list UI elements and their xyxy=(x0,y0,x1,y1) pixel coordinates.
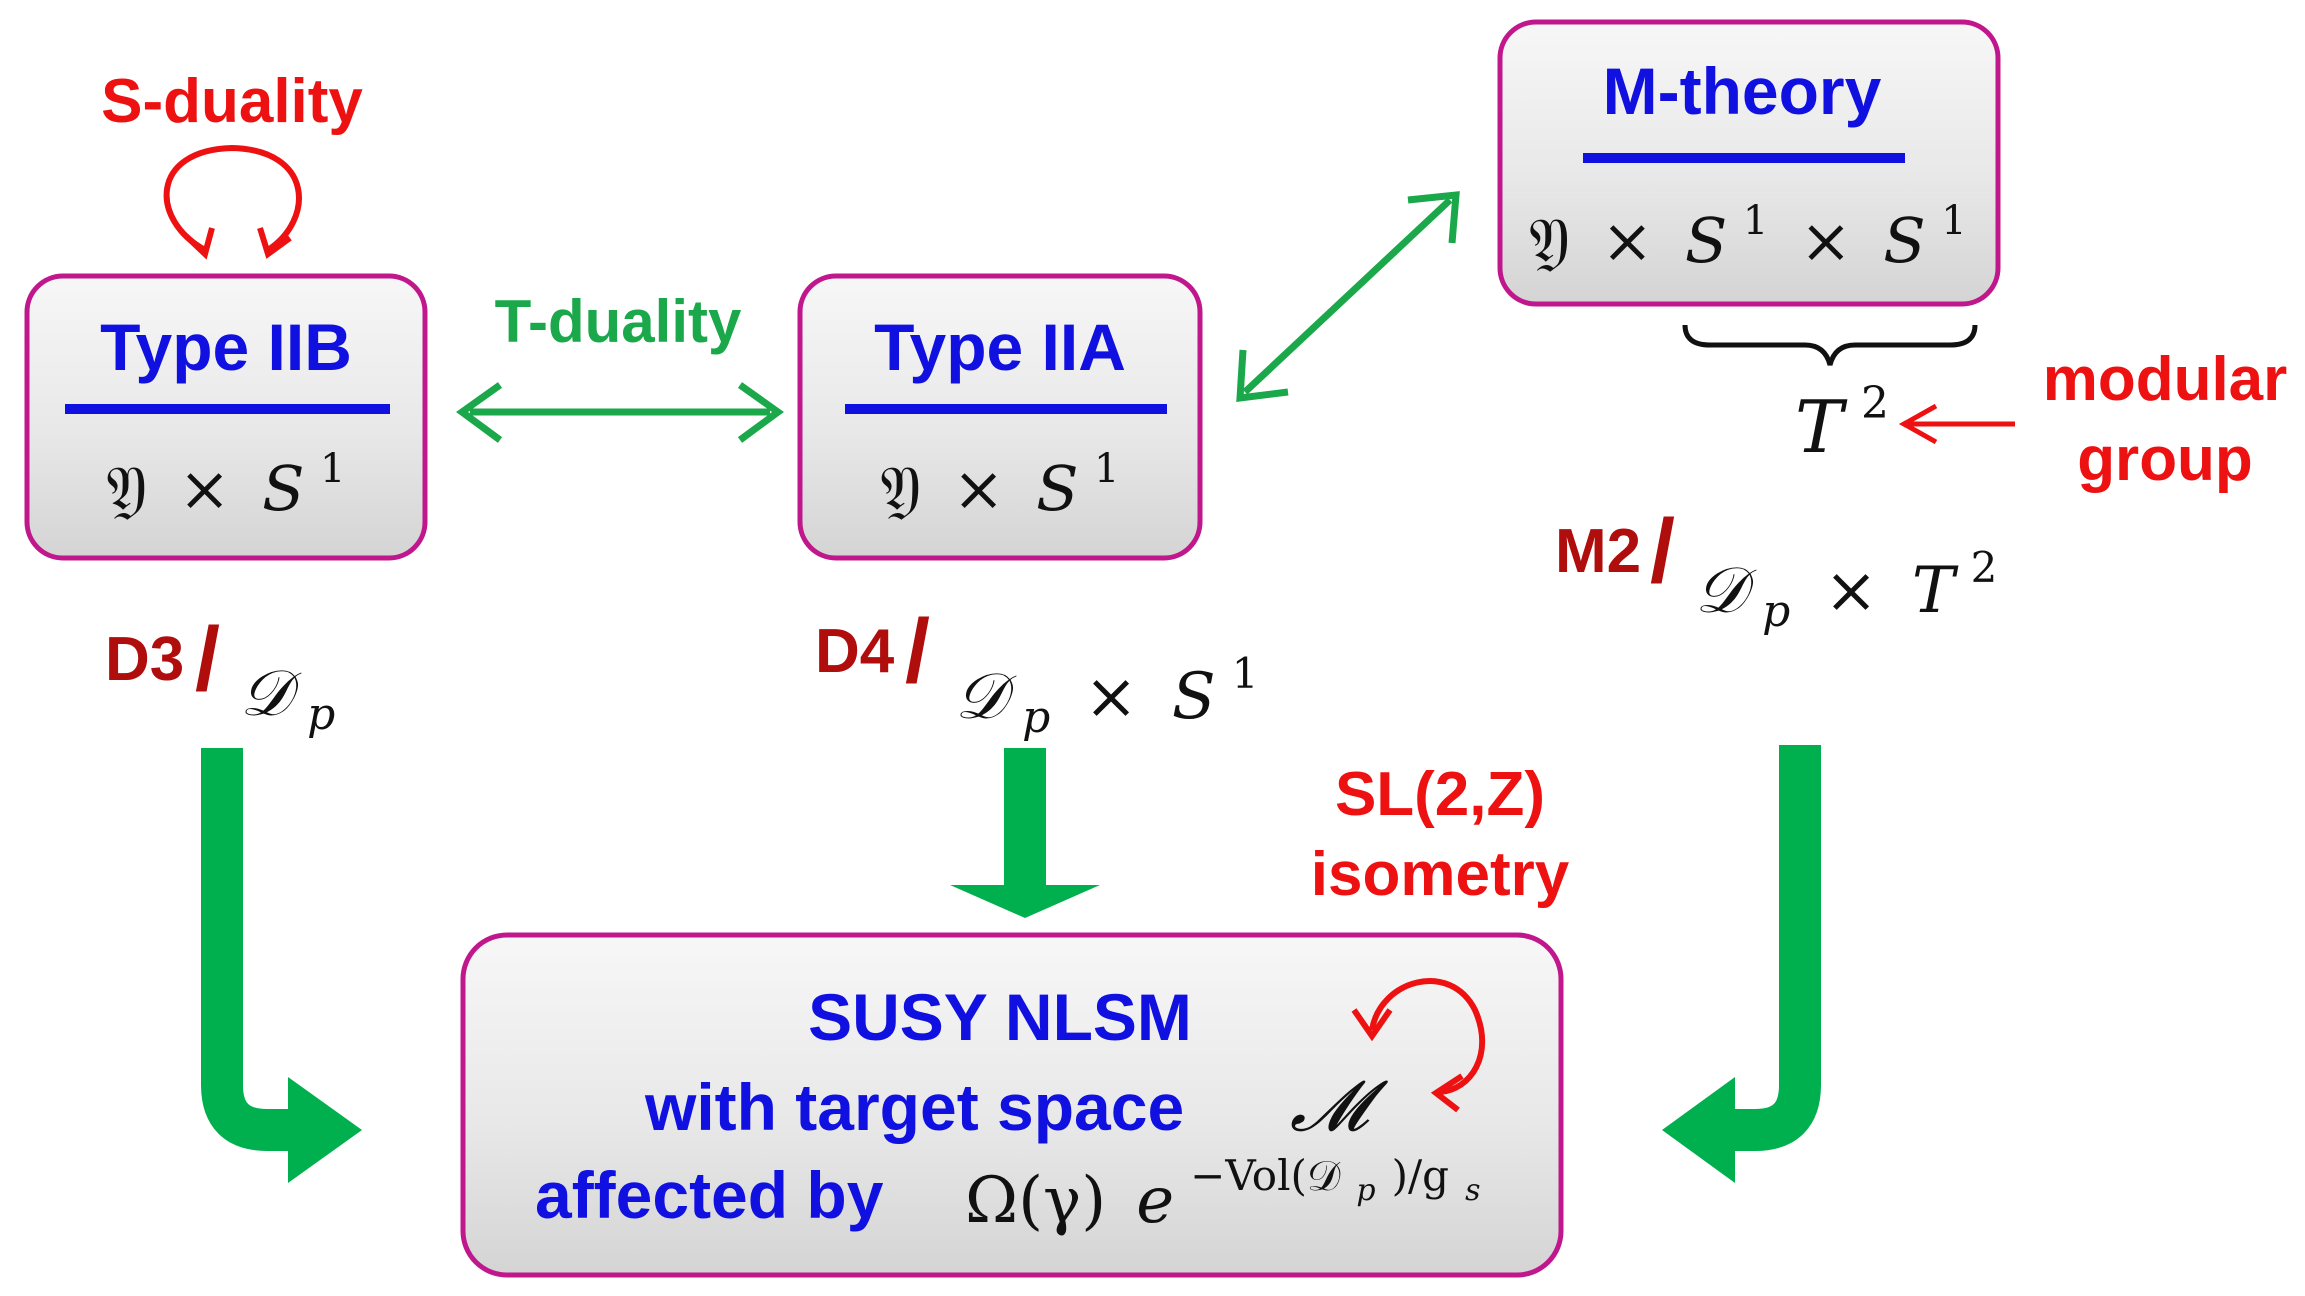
nlsm-box xyxy=(460,932,1564,1278)
d3-slash: / xyxy=(195,610,220,710)
torus-label: T 2 xyxy=(1795,378,1889,469)
big-arrow-d3-shaft xyxy=(201,748,290,1151)
big-arrow-m2-head xyxy=(1662,1077,1735,1183)
big-arrow-d3 xyxy=(201,748,362,1183)
big-arrow-m2-shaft xyxy=(1730,745,1821,1151)
t-duality-arrowhead-left xyxy=(456,382,503,443)
m2-cycle: 𝒟 p × T 2 xyxy=(1695,543,1997,640)
type-iib-title: Type IIB xyxy=(100,310,352,384)
torus-brace xyxy=(1682,324,1978,366)
iia-m-theory-link xyxy=(1236,191,1460,402)
torus-brace-group: T 2 modular group xyxy=(1682,324,2288,494)
s-duality-arrowhead-left xyxy=(183,227,215,260)
s-duality-loop: S-duality xyxy=(101,67,363,260)
nlsm-target-line: with target space xyxy=(644,1070,1184,1144)
type-iia-underline xyxy=(845,404,1167,414)
big-arrow-d4-shaft xyxy=(1004,748,1046,888)
m2-name: M2 xyxy=(1555,517,1641,586)
d4-cycle: 𝒟 p × S 1 xyxy=(955,649,1258,746)
t-duality-label: T-duality xyxy=(495,288,742,355)
d4-brane-label: D4 / 𝒟 p × S 1 xyxy=(815,602,1258,746)
m-theory-space: 𝔜 × S 1 × S 1 xyxy=(1529,180,1966,277)
sl2z-loop-arc xyxy=(1369,978,1486,1095)
sl2z-label-line2: isometry xyxy=(1311,840,1570,909)
type-iib-node: Type IIB 𝔜 × S 1 xyxy=(24,273,428,561)
nlsm-affected-line: affected by xyxy=(535,1158,884,1232)
type-iib-space: 𝔜 × S 1 xyxy=(106,446,345,525)
modular-label-line2: group xyxy=(2077,425,2253,494)
big-arrow-d4 xyxy=(950,748,1100,918)
s-duality-arrowhead-right xyxy=(257,227,292,259)
type-iia-node: Type IIA 𝔜 × S 1 xyxy=(797,273,1203,561)
m-theory-underline xyxy=(1583,153,1905,163)
nlsm-instanton-factor: Ω(γ) e −Vol(𝒟 p )/g s xyxy=(965,1133,1480,1238)
m2-brane-label: M2 / 𝒟 p × T 2 xyxy=(1555,502,1997,640)
big-arrow-d4-head xyxy=(950,885,1100,918)
t-duality-arrowhead-right xyxy=(737,382,784,443)
nlsm-node: SUSY NLSM with target space 𝓜 affected b… xyxy=(460,932,1564,1278)
sl2z-label-line1: SL(2,Z) xyxy=(1335,760,1545,829)
iia-m-theory-line xyxy=(1242,197,1453,395)
big-arrow-d3-head xyxy=(288,1077,362,1183)
d3-brane-label: D3 / 𝒟 p xyxy=(105,610,335,740)
type-iia-title: Type IIA xyxy=(874,310,1126,384)
modular-arrowhead xyxy=(1898,403,1938,445)
type-iia-box xyxy=(797,273,1203,561)
s-duality-arc xyxy=(163,144,302,253)
type-iia-space: 𝔜 × S 1 xyxy=(880,446,1119,525)
iia-m-theory-arrowhead-low xyxy=(1236,349,1289,402)
d4-slash: / xyxy=(905,602,930,702)
nlsm-title: SUSY NLSM xyxy=(808,980,1192,1054)
m-theory-node: M-theory 𝔜 × S 1 × S 1 xyxy=(1497,19,2001,307)
d3-cycle: 𝒟 p xyxy=(240,657,335,740)
sl2z-loop-arrowhead-left xyxy=(1351,1008,1393,1042)
s-duality-label: S-duality xyxy=(101,67,363,136)
sl2z-isometry: SL(2,Z) isometry xyxy=(1311,760,1570,909)
t-duality-link: T-duality xyxy=(456,288,784,443)
d3-name: D3 xyxy=(105,625,184,694)
modular-label-line1: modular xyxy=(2043,345,2288,414)
d4-name: D4 xyxy=(815,617,895,686)
type-iib-underline xyxy=(65,404,390,414)
iia-m-theory-arrowhead-high xyxy=(1407,191,1460,244)
m2-slash: / xyxy=(1650,502,1675,602)
type-iib-box xyxy=(24,273,428,561)
m-theory-title: M-theory xyxy=(1603,54,1882,128)
sl2z-loop-arrowhead-right xyxy=(1430,1073,1464,1113)
big-arrow-m2 xyxy=(1662,745,1821,1183)
